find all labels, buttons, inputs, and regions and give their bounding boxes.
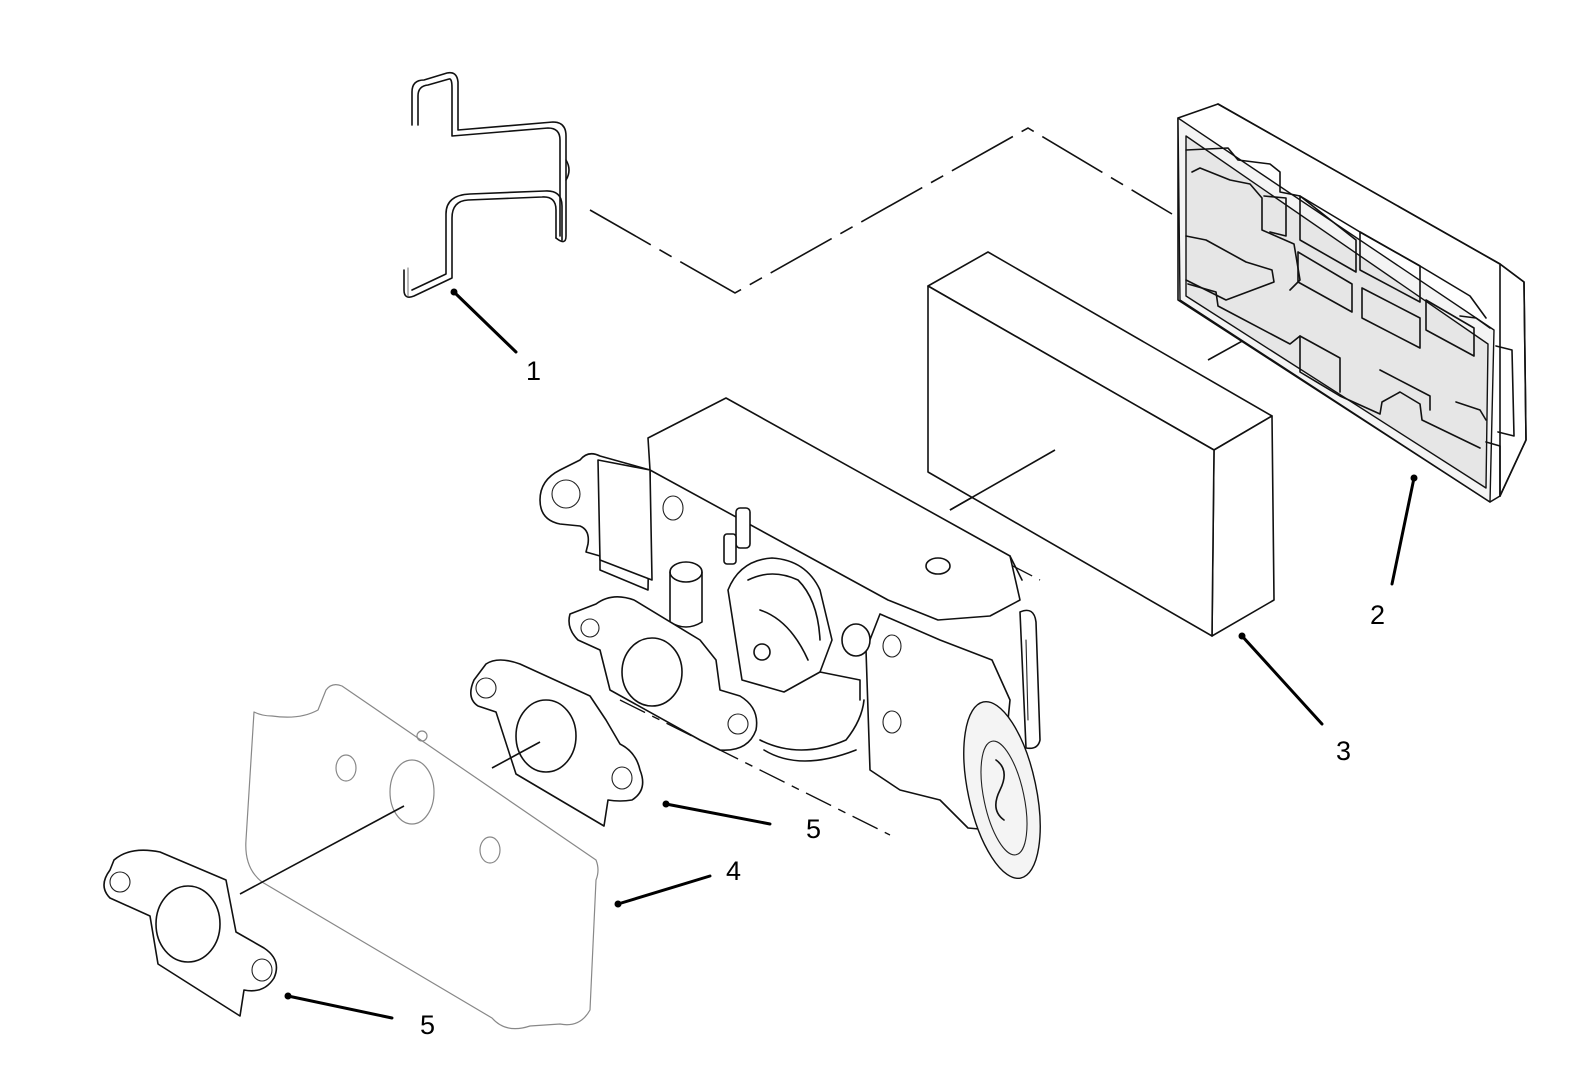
callout-leaders [284,288,1418,1020]
spacer-plate [239,684,599,1030]
callout-labels: 1 2 3 4 5 5 [420,356,1385,1040]
callout-4: 4 [726,856,741,886]
wire-clip [403,71,570,298]
callout-3: 3 [1336,736,1351,766]
gasket-lower [103,849,278,1017]
axis-clip-to-cover [589,127,1173,294]
leader-line-4 [616,874,712,906]
callout-1: 1 [526,356,541,386]
leader-line-5a [664,802,772,826]
callout-2: 2 [1370,600,1385,630]
leader-line-5b [286,994,394,1020]
leader-line-1 [452,290,518,354]
callout-5-lower: 5 [420,1010,435,1040]
air-cleaner-cover [1177,103,1527,503]
leader-line-2 [1390,476,1416,586]
foam-element [927,251,1275,637]
carburetor-assembly [539,397,1041,880]
axis-carb-bottom [619,699,891,836]
callout-5-upper: 5 [806,814,821,844]
gasket-upper [470,659,644,827]
leader-line-3 [1240,634,1324,726]
